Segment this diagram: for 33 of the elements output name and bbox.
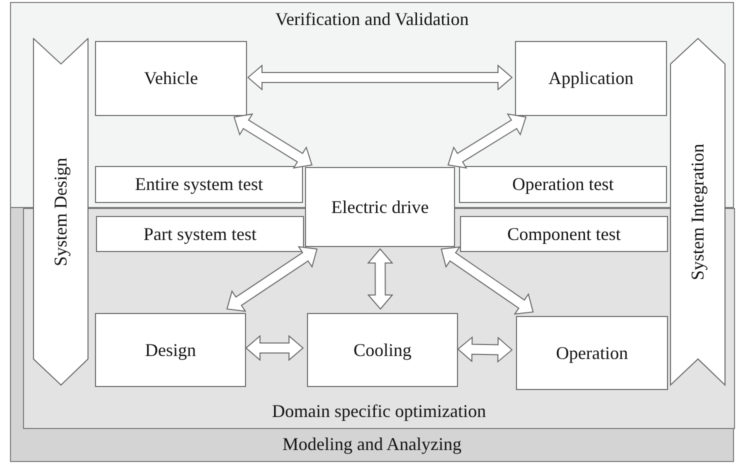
band-label: System Integration [688,144,708,280]
double-arrow [247,64,513,91]
section-title: Verification and Validation [275,9,469,29]
double-arrow [233,113,313,169]
box-label: Cooling [353,340,412,360]
double-arrow [367,248,394,310]
box-label: Entire system test [135,174,263,195]
double-arrow [457,336,513,363]
process-box [96,216,304,252]
process-box [516,316,668,390]
double-arrow [440,246,534,315]
box-label: Operation test [512,174,614,195]
box-label: Application [548,68,634,89]
double-arrow [226,246,318,312]
box-label: Design [145,340,196,360]
process-box [95,313,246,387]
band-label: System Design [50,158,72,266]
box-label: Electric drive [331,196,429,218]
section-title: Domain specific optimization [272,401,486,421]
box-label: Vehicle [144,68,198,89]
process-box [459,166,667,203]
double-arrow [447,113,527,169]
process-box [460,216,668,252]
section-title: Modeling and Analyzing [282,434,462,454]
box-label: Part system test [144,224,256,244]
double-arrow [245,334,304,362]
box-label: Operation [556,342,628,364]
process-box [95,41,247,116]
process-box [95,166,303,203]
process-box [307,313,458,387]
process-box [305,167,455,247]
process-box [515,41,667,116]
box-label: Component test [507,224,621,244]
